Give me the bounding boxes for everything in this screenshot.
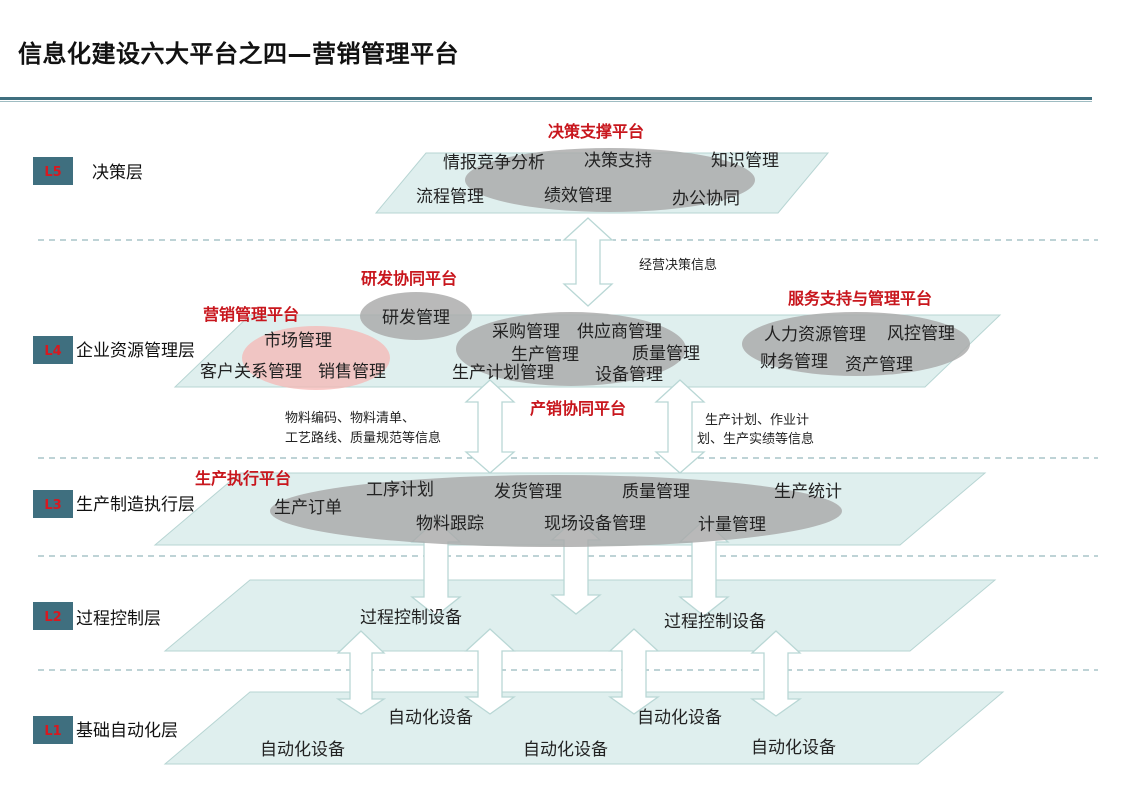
bidirectional-arrow	[463, 628, 517, 715]
layer-badge	[33, 602, 73, 630]
module-center: 质量管理	[632, 344, 700, 364]
module-l3: 质量管理	[622, 482, 690, 502]
page-title: 信息化建设六大平台之四—营销管理平台	[18, 40, 459, 68]
platform-production-sales: 产销协同平台	[530, 399, 626, 418]
module-l1: 自动化设备	[637, 708, 722, 728]
module-center: 生产管理	[511, 345, 579, 365]
module-center: 采购管理	[492, 322, 560, 342]
module-marketing: 客户关系管理	[200, 362, 302, 382]
module-l5: 情报竞争分析	[443, 153, 545, 173]
oval-service	[742, 312, 970, 376]
module-l5: 知识管理	[711, 151, 779, 171]
module-l3: 生产统计	[774, 482, 842, 502]
module-l5: 办公协同	[672, 189, 740, 209]
flow-label-plan: 生产计划、作业计	[705, 413, 809, 428]
module-l3: 生产订单	[274, 498, 342, 518]
bidirectional-arrow	[607, 628, 661, 715]
module-service: 人力资源管理	[764, 325, 866, 345]
flow-label-plan: 划、生产实绩等信息	[697, 431, 814, 447]
layer-l1: L1 基础自动化层	[33, 716, 178, 744]
flow-label-decision: 经营决策信息	[639, 257, 717, 273]
header-rule	[0, 97, 1092, 100]
module-l5: 绩效管理	[544, 186, 612, 206]
module-l3: 发货管理	[494, 482, 562, 502]
module-l1: 自动化设备	[260, 740, 345, 760]
platform-marketing: 营销管理平台	[203, 305, 299, 324]
flow-label-material: 物料编码、物料清单、	[285, 411, 415, 426]
layer-label: 决策层	[92, 163, 143, 183]
layer-badge	[33, 716, 73, 744]
layer-l5: L5 决策层	[33, 157, 143, 185]
plane-l2	[163, 579, 997, 652]
module-center: 设备管理	[595, 365, 663, 385]
plane-l1	[163, 691, 1005, 765]
layer-badge-text: L4	[44, 344, 61, 359]
oval-marketing	[242, 326, 390, 390]
bidirectional-arrow	[562, 217, 614, 307]
layer-badge	[33, 157, 73, 185]
layer-badge	[33, 336, 73, 364]
module-marketing: 市场管理	[264, 331, 332, 351]
layer-badge-text: L1	[44, 724, 61, 739]
platform-rnd: 研发协同平台	[361, 269, 457, 288]
layer-l4: L4 企业资源管理层	[33, 336, 195, 364]
module-l3: 计量管理	[698, 515, 766, 535]
oval-decision	[465, 148, 755, 212]
bidirectional-arrow	[464, 379, 516, 474]
module-l3: 现场设备管理	[544, 514, 646, 534]
platform-decision: 决策支撑平台	[548, 122, 644, 141]
module-l1: 自动化设备	[751, 738, 836, 758]
module-l5: 流程管理	[416, 187, 484, 207]
flow-label-material: 工艺路线、质量规范等信息	[285, 430, 441, 446]
header-rule-thin	[0, 101, 1092, 102]
module-l2: 过程控制设备	[664, 612, 766, 632]
module-center: 生产计划管理	[452, 363, 554, 383]
module-l1: 自动化设备	[523, 740, 608, 760]
module-rnd: 研发管理	[382, 308, 450, 328]
module-l3: 工序计划	[366, 480, 434, 500]
oval-execution	[270, 475, 842, 547]
platform-execution: 生产执行平台	[195, 469, 291, 488]
layer-badge-text: L2	[44, 610, 61, 625]
module-service: 资产管理	[845, 355, 913, 375]
bidirectional-arrow	[749, 630, 803, 717]
bidirectional-arrow	[654, 379, 706, 474]
module-l5: 决策支持	[584, 151, 652, 171]
layer-l2: L2 过程控制层	[33, 602, 161, 630]
module-center: 供应商管理	[577, 322, 662, 342]
module-marketing: 销售管理	[318, 362, 386, 382]
layer-label: 过程控制层	[76, 609, 161, 629]
oval-production-sales	[456, 312, 686, 386]
layer-badge-text: L3	[44, 498, 61, 513]
layer-label: 生产制造执行层	[76, 495, 195, 515]
bidirectional-arrow	[335, 630, 387, 715]
module-service: 财务管理	[760, 352, 828, 372]
module-l1: 自动化设备	[388, 708, 473, 728]
layer-label: 企业资源管理层	[76, 341, 195, 361]
module-service: 风控管理	[887, 324, 955, 344]
module-l2: 过程控制设备	[360, 608, 462, 628]
layer-badge-text: L5	[44, 165, 61, 180]
layer-l3: L3 生产制造执行层	[33, 490, 195, 518]
module-l3: 物料跟踪	[416, 514, 484, 534]
oval-rnd	[360, 292, 472, 340]
platform-service: 服务支持与管理平台	[788, 289, 932, 308]
layer-badge	[33, 490, 73, 518]
layer-label: 基础自动化层	[76, 721, 178, 741]
